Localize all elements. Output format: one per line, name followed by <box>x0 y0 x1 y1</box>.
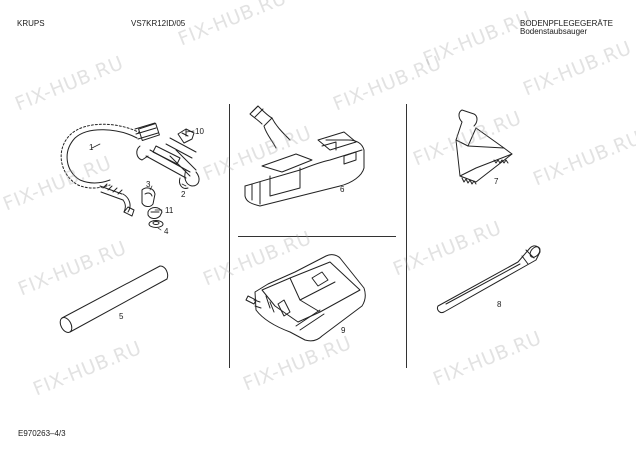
part-number-11: 11 <box>165 206 174 215</box>
part-upholstery-nozzle <box>455 109 513 185</box>
part-number-8: 8 <box>497 300 502 309</box>
part-number-7: 7 <box>494 177 499 186</box>
part-floor-nozzle <box>244 105 365 207</box>
part-hose <box>60 122 160 217</box>
part-number-10: 10 <box>195 127 204 136</box>
part-straight-tube <box>59 265 169 333</box>
column-divider-right <box>406 104 407 368</box>
part-number-5: 5 <box>119 312 124 321</box>
part-clip <box>177 128 195 144</box>
document-id: E970263–4/3 <box>18 429 66 438</box>
category-title: BODENPFLEGEGERÄTE <box>520 19 613 28</box>
part-number-2: 2 <box>181 190 186 199</box>
part-number-6: 6 <box>340 185 345 194</box>
brand-label: KRUPS <box>17 19 45 28</box>
part-adapter <box>141 187 156 207</box>
leader-lines <box>91 130 195 231</box>
model-number: VS7KR12ID/05 <box>131 19 186 28</box>
part-large-nozzle <box>245 254 366 342</box>
row-divider-middle <box>238 236 396 237</box>
subcategory-title: Bodenstaubsauger <box>520 27 588 36</box>
part-washer <box>148 220 164 228</box>
column-divider-left <box>229 104 230 368</box>
part-number-1: 1 <box>89 143 94 152</box>
part-number-9: 9 <box>341 326 346 335</box>
part-crevice-tool <box>437 245 541 313</box>
part-tube <box>136 137 200 189</box>
part-number-4: 4 <box>164 227 169 236</box>
part-ring <box>147 207 163 219</box>
part-number-3: 3 <box>146 180 151 189</box>
